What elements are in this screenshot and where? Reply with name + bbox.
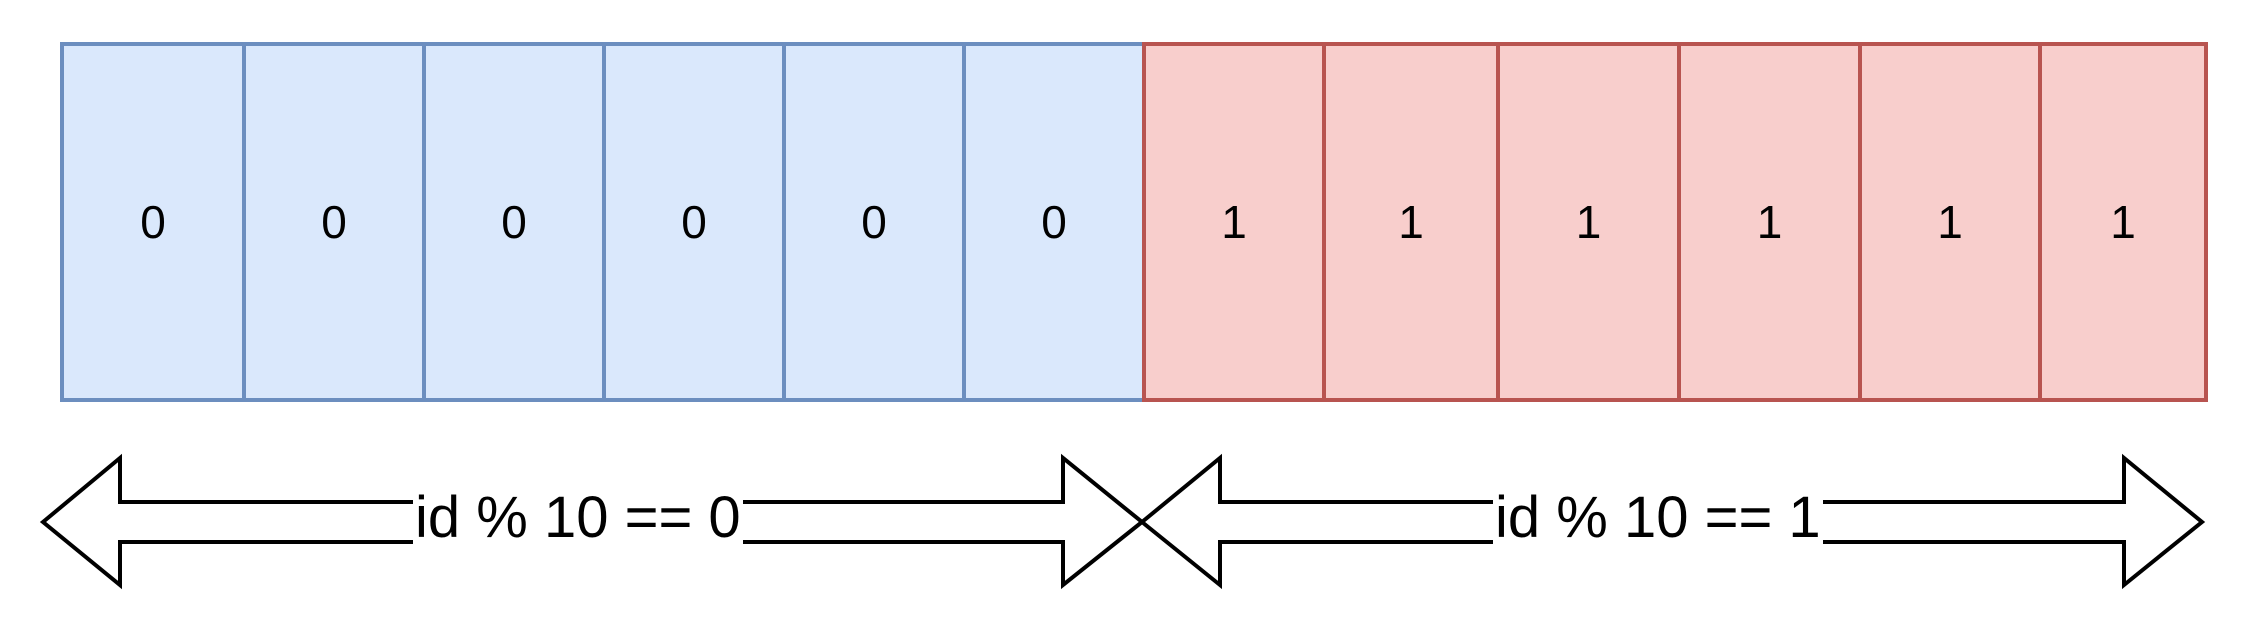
cell-value: 1 <box>1575 196 1602 248</box>
range-label-0: id % 10 == 0 <box>413 485 743 550</box>
cell-value: 0 <box>140 196 166 248</box>
cell-blue-4: 0 <box>602 42 786 402</box>
cell-value: 1 <box>2110 196 2136 248</box>
cell-red-2: 1 <box>1322 42 1500 402</box>
cell-blue-6: 0 <box>962 42 1146 402</box>
cell-red-6: 1 <box>2038 42 2208 402</box>
cell-value: 0 <box>861 196 887 248</box>
cell-value: 0 <box>321 196 347 248</box>
cell-value: 0 <box>681 196 707 248</box>
cell-value: 1 <box>1221 196 1247 248</box>
cell-blue-2: 0 <box>242 42 426 402</box>
cell-value: 0 <box>1041 196 1067 248</box>
cell-red-3: 1 <box>1496 42 1681 402</box>
cell-value: 1 <box>1756 196 1783 248</box>
cell-value: 1 <box>1398 196 1424 248</box>
range-label-1: id % 10 == 1 <box>1493 485 1823 550</box>
cell-blue-1: 0 <box>60 42 246 402</box>
cell-value: 0 <box>501 196 527 248</box>
cell-value: 1 <box>1937 196 1963 248</box>
cell-blue-5: 0 <box>782 42 966 402</box>
cell-red-4: 1 <box>1677 42 1862 402</box>
